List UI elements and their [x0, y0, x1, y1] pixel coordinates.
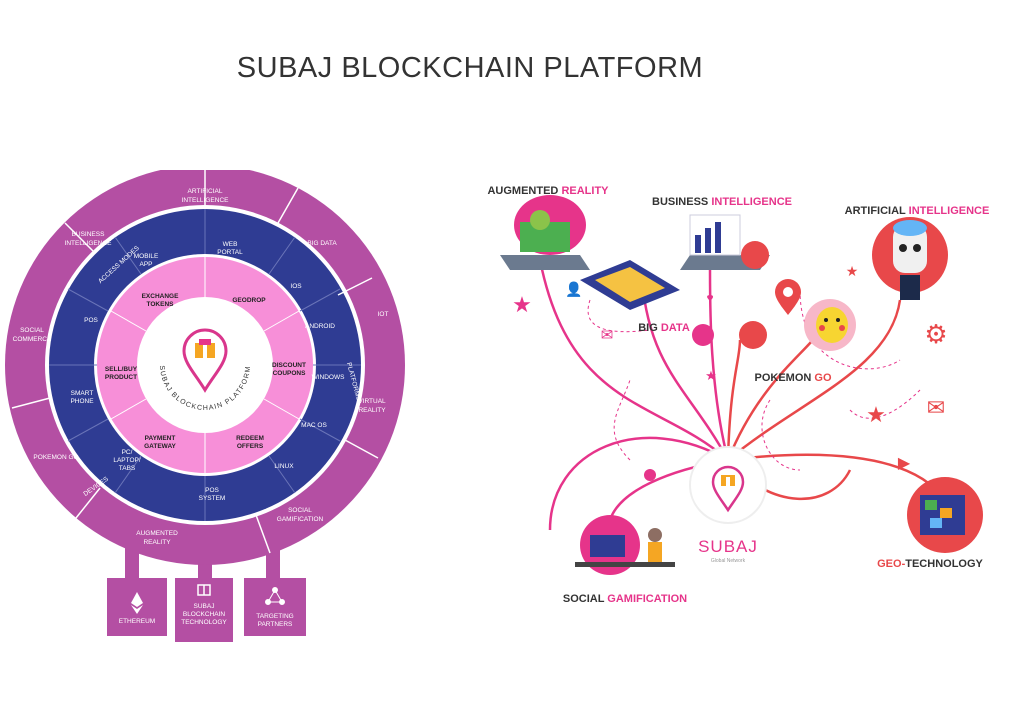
subaj-brand: SUBAJ	[698, 537, 758, 556]
subaj-center-logo	[689, 446, 767, 524]
outer-label-pokemon: POKEMON GO	[33, 454, 78, 461]
augmented-reality-illustration	[500, 195, 590, 270]
ecosystem-illustration: SUBAJ Global Network ★ ★ ★ ★ ⚙ ✉ ✉ ♥ ▶ 👤…	[487, 185, 990, 605]
star-icon: ★	[512, 292, 532, 317]
play-icon: ▶	[898, 455, 911, 472]
pink-label-geodrop: GEODROP	[232, 297, 266, 304]
social-gamification-illustration	[575, 515, 675, 575]
mail-icon: ✉	[601, 327, 614, 344]
pokemon-illustration	[804, 299, 856, 351]
label-pokemon-go: POKEMON GO	[754, 372, 831, 384]
label-big-data: BIG DATA	[638, 322, 690, 334]
star-icon-2: ★	[866, 402, 886, 427]
page-title: SUBAJ BLOCKCHAIN PLATFORM	[236, 52, 704, 84]
label-geo-technology: GEO-TECHNOLOGY	[877, 558, 983, 570]
outer-label-bigdata: BIG DATA	[307, 240, 337, 247]
gear-icon: ⚙	[924, 319, 947, 349]
label-business-intelligence: BUSINESS INTELLIGENCE	[652, 196, 792, 208]
subaj-pin-logo	[182, 328, 228, 393]
blue-label-linux: LINUX	[274, 463, 294, 470]
star-icon-4: ★	[705, 368, 717, 383]
ethereum-label: ETHEREUM	[119, 618, 155, 625]
subaj-brand-sub: Global Network	[711, 558, 746, 564]
geo-technology-illustration	[907, 477, 983, 553]
blue-label-macos: MAC OS	[301, 422, 327, 429]
geo-badge-icon	[739, 321, 767, 349]
blue-label-pos: POS	[84, 317, 98, 324]
heart-icon: ♥	[706, 291, 713, 305]
artificial-intelligence-illustration	[872, 217, 948, 300]
blue-label-android: ANDROID	[305, 323, 335, 330]
ethereum-icon	[131, 592, 143, 614]
mail-icon-2: ✉	[927, 395, 945, 420]
label-augmented-reality: AUGMENTED REALITY	[487, 185, 609, 197]
subaj-cube-icon	[197, 584, 211, 596]
user-icon: 👤	[565, 281, 582, 298]
label-artificial-intelligence: ARTIFICIAL INTELLIGENCE	[845, 205, 990, 217]
location-pin-icon	[775, 279, 801, 315]
blue-label-windows: WINDOWS	[312, 374, 346, 381]
blue-label-pc-laptop-tabs: PC/LAPTOP/TABS	[113, 449, 141, 472]
big-data-chip-illustration	[580, 260, 680, 310]
business-intelligence-illustration	[680, 214, 770, 270]
label-social-gamification: SOCIAL GAMIFICATION	[563, 593, 687, 605]
network-icon	[265, 587, 285, 605]
outer-label-iot: IOT	[378, 311, 389, 318]
dot-icon	[644, 469, 656, 481]
star-icon-3: ★	[846, 263, 859, 279]
blue-label-ios: IOS	[290, 283, 302, 290]
data-badge-icon	[692, 324, 714, 346]
